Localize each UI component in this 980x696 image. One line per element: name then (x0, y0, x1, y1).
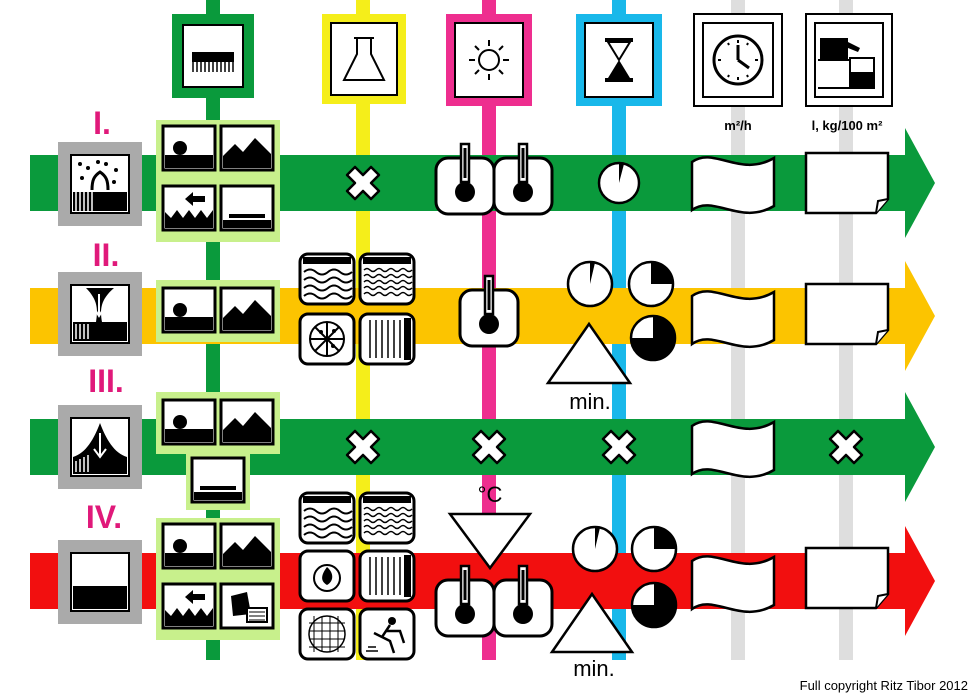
wavy-banner-icon (690, 290, 776, 349)
maximum-triangle-icon (447, 512, 533, 571)
row-1: I. (30, 105, 935, 242)
substrate-tile-group (156, 518, 280, 640)
clock-icon (693, 13, 783, 107)
wavy-banner-icon (690, 156, 776, 215)
paper-sheet-icon (804, 546, 890, 610)
surface-symbol-icon (58, 272, 142, 356)
substrate-tile-group (156, 280, 280, 342)
wavy-banner-icon (690, 555, 776, 614)
temperature-unit: °C (478, 482, 503, 507)
flask-icon (322, 14, 406, 104)
paper-sheet-icon (804, 151, 890, 215)
row-4: IV. °C (30, 482, 935, 681)
header-unit-consumption: l, kg/100 m² (812, 118, 883, 133)
time-pie-group (566, 260, 677, 362)
min-label: min. (569, 389, 611, 414)
row-3: III. (30, 363, 935, 510)
row-numeral: II. (93, 237, 120, 273)
time-pie-group (571, 525, 678, 629)
time-pie-icon (597, 161, 641, 205)
thermometer-icon (458, 274, 520, 348)
paper-sheet-icon (804, 282, 890, 346)
wavy-banner-icon (690, 420, 776, 479)
pour-beaker-icon (805, 13, 893, 107)
header-icons (172, 13, 893, 107)
minimum-triangle-icon (545, 321, 633, 385)
brush-icon (172, 14, 254, 98)
row-numeral: I. (93, 105, 111, 141)
thermometer-icon (492, 142, 554, 216)
substrate-tile-group (156, 120, 280, 242)
row-numeral: IV. (86, 499, 122, 535)
surface-symbol-icon (58, 142, 142, 226)
minimum-triangle-icon (549, 591, 635, 654)
surface-symbol-icon (58, 540, 142, 624)
row-2: II. min. (30, 237, 935, 414)
substrate-tile-group (156, 392, 280, 510)
header-unit-area-rate: m²/h (724, 118, 752, 133)
min-label: min. (573, 656, 615, 681)
hourglass-icon (576, 14, 662, 106)
sun-icon (446, 14, 532, 106)
copyright-text: Full copyright Ritz Tibor 2012 (800, 678, 968, 693)
surface-symbol-icon (58, 405, 142, 489)
row-numeral: III. (88, 363, 124, 399)
